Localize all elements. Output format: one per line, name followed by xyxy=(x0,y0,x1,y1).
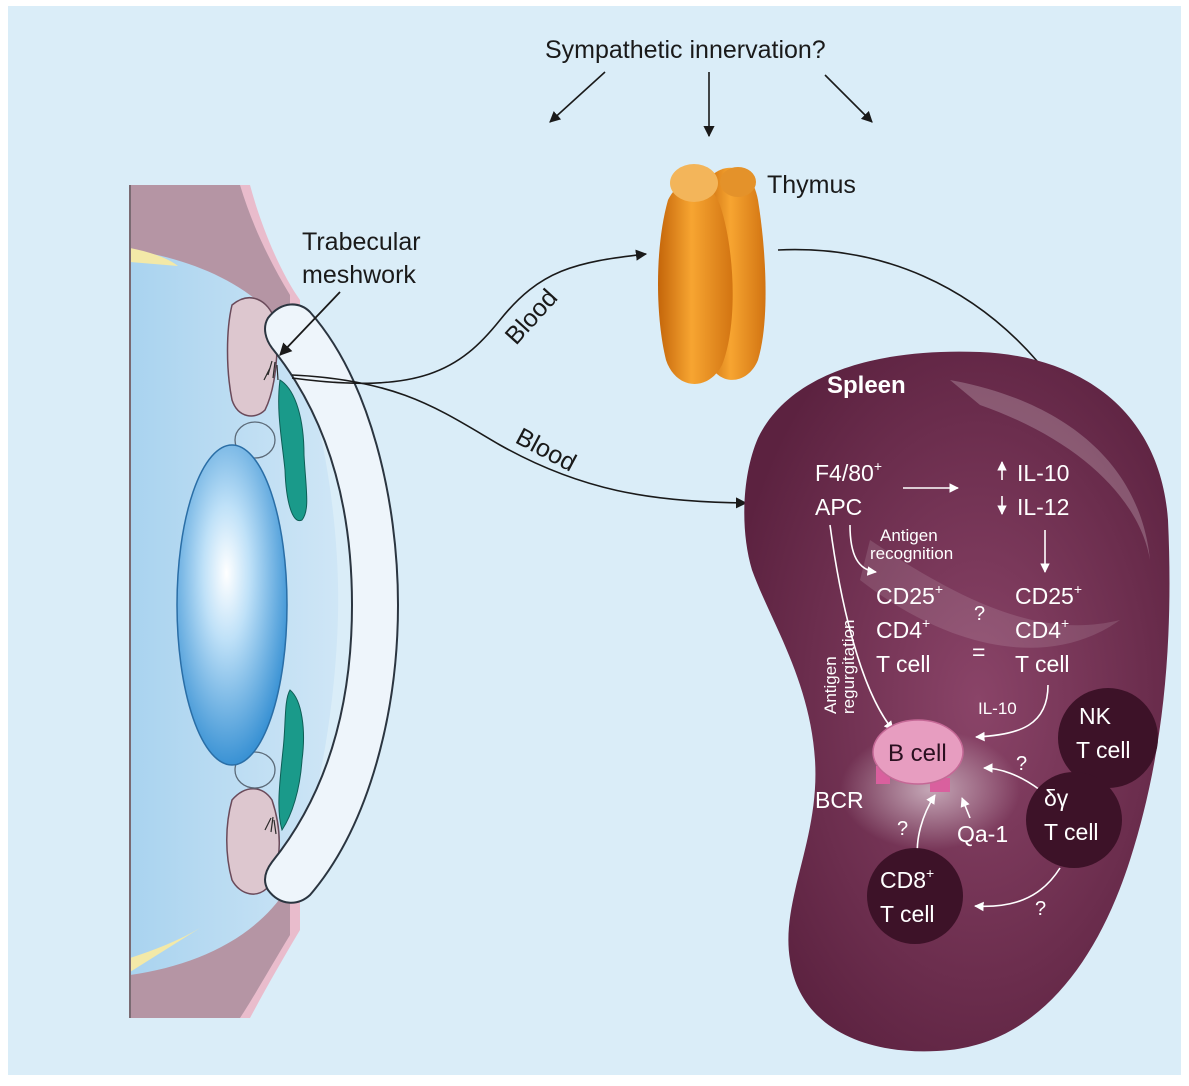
nk-tcell-line2: T cell xyxy=(1076,737,1131,763)
sympathetic-title: Sympathetic innervation? xyxy=(545,36,826,64)
nk-tcell-line1: NK xyxy=(1079,703,1112,729)
treg-left-cd25-sup: + xyxy=(935,581,943,597)
bcr-label: BCR xyxy=(815,787,864,813)
lens xyxy=(177,445,287,765)
gd-tcell-line2: T cell xyxy=(1044,819,1099,845)
thymus-top-right xyxy=(720,167,756,197)
thymus-top-left xyxy=(670,164,718,202)
antigen-recognition-line2: recognition xyxy=(870,544,953,563)
treg-right-cd4-text: CD4 xyxy=(1015,617,1061,643)
apc-name: F4/80 xyxy=(815,460,874,486)
cd8-text: CD8 xyxy=(880,867,926,893)
antigen-regurgitation-line1: Antigen xyxy=(821,656,840,714)
cd8-tcell xyxy=(867,848,963,944)
cd8-tcell-line2: T cell xyxy=(880,901,935,927)
trabecular-label-line1: Trabecular xyxy=(302,228,421,256)
gd-tcell-line1: δγ xyxy=(1044,785,1069,811)
treg-right-cd25-sup: + xyxy=(1074,581,1082,597)
treg-right-cd25-text: CD25 xyxy=(1015,583,1074,609)
bcell-label: B cell xyxy=(888,740,947,767)
question-gd: ? xyxy=(1035,898,1046,920)
antigen-regurgitation-line2: regurgitation xyxy=(839,619,858,714)
treg-left-cd25: CD25+ xyxy=(876,581,943,609)
question-cd8: ? xyxy=(897,818,908,840)
apc-label-line1: F4/80+ xyxy=(815,458,882,486)
il12-label: IL-12 xyxy=(1017,494,1069,520)
spleen-label: Spleen xyxy=(827,372,906,399)
treg-left-cd4-text: CD4 xyxy=(876,617,922,643)
il10-small-label: IL-10 xyxy=(978,699,1017,718)
qa1-label: Qa-1 xyxy=(957,821,1008,847)
apc-label-line2: APC xyxy=(815,494,862,520)
thymus-label: Thymus xyxy=(767,171,856,199)
equality-sign: = xyxy=(972,639,985,665)
thymus-lobe-left xyxy=(658,182,733,384)
antigen-recognition-line1: Antigen xyxy=(880,526,938,545)
equality-question: ? xyxy=(974,603,985,625)
thymus xyxy=(658,164,766,384)
treg-right-cd4-sup: + xyxy=(1061,615,1069,631)
treg-left-cd25-text: CD25 xyxy=(876,583,935,609)
treg-right-cd25: CD25+ xyxy=(1015,581,1082,609)
cd8-sup: + xyxy=(926,865,934,881)
il10-label: IL-10 xyxy=(1017,460,1069,486)
treg-left-tcell: T cell xyxy=(876,651,931,677)
treg-left-cd4-sup: + xyxy=(922,615,930,631)
question-nk: ? xyxy=(1016,753,1027,775)
trabecular-label-line2: meshwork xyxy=(302,261,416,289)
treg-right-tcell: T cell xyxy=(1015,651,1070,677)
apc-sup: + xyxy=(874,458,882,474)
